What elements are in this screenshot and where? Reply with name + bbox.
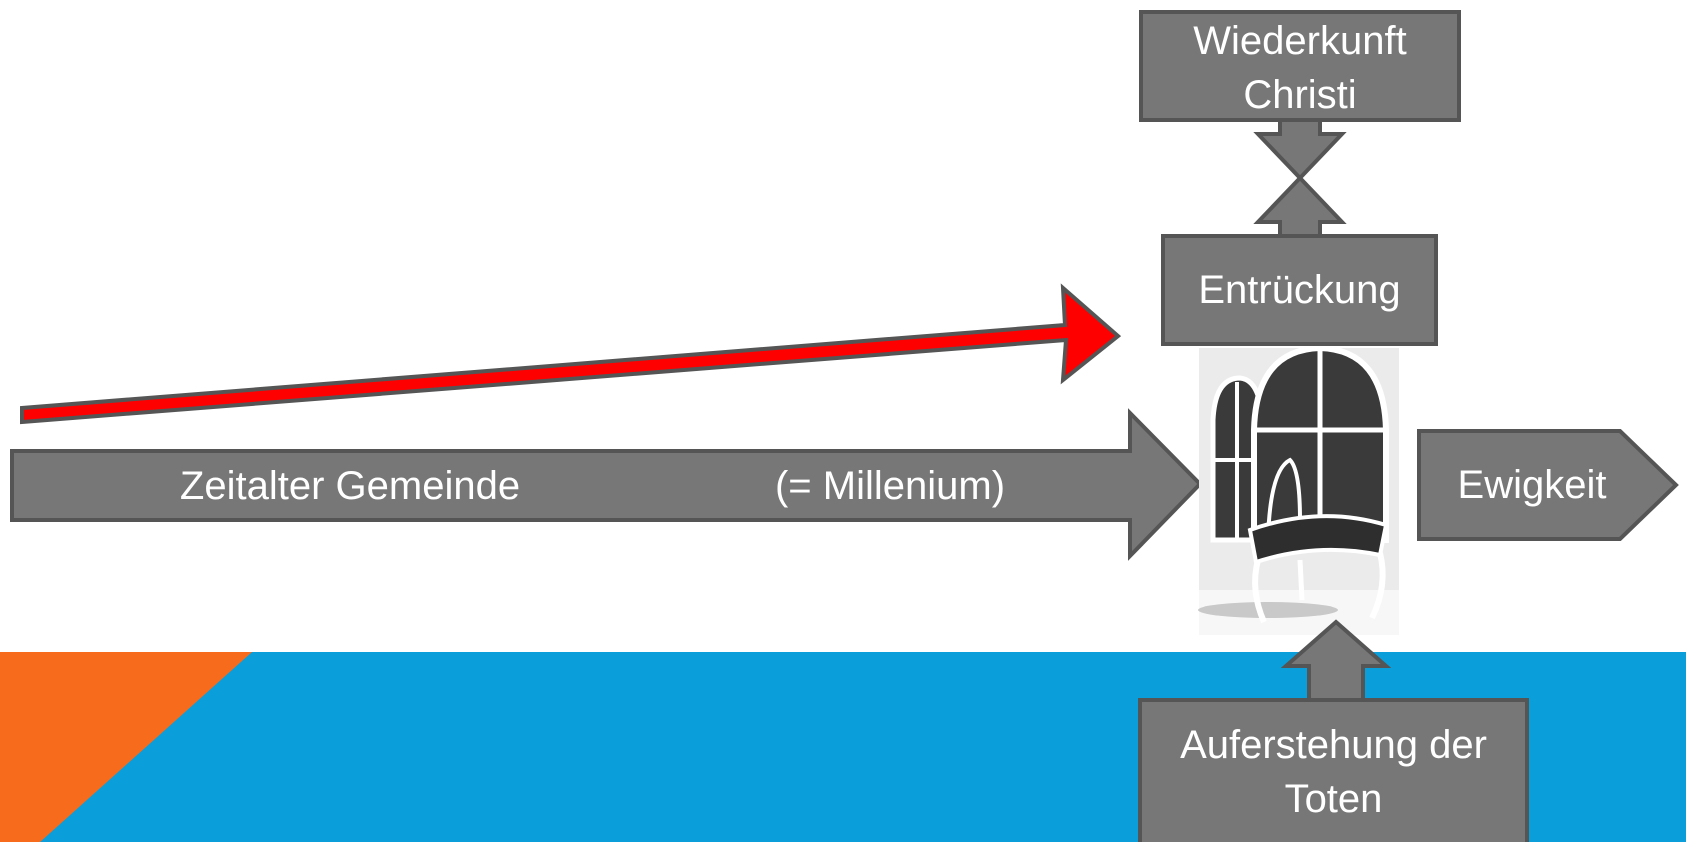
orange-corner [0,652,252,842]
return-of-christ-box [1139,10,1461,122]
up-arrow [1253,175,1347,238]
throne-chair-image [1198,344,1399,635]
eternity-arrow [1417,429,1679,541]
eternity-label: Ewigkeit [1457,463,1607,507]
return-of-christ-label: Wiederkunft Christi [1193,19,1407,117]
timeline-label-right: (= Millenium) [774,464,1006,508]
timeline-arrow [10,408,1203,561]
rapture-box [1161,234,1438,346]
rapture-label: Entrückung [1198,268,1401,312]
resurrection-box [1138,698,1529,842]
down-arrow [1253,118,1347,181]
resurrection-label: Auferstehung der Toten [1180,723,1487,821]
timeline-label-left: Zeitalter Gemeinde [179,464,521,508]
red-pointer-arrow [20,283,1122,425]
